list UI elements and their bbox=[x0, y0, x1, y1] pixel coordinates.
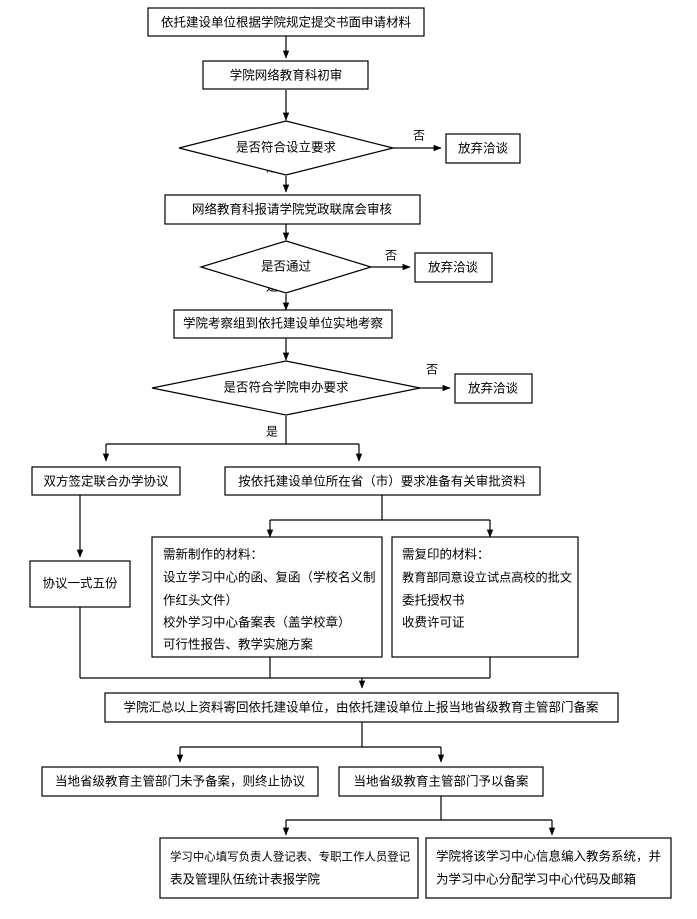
node-photocopy-materials[interactable]: 需复印的材料： 教育部同意设立试点高校的批文 委托授权书 收费许可证 bbox=[391, 536, 579, 658]
decision-is-approved[interactable]: 是否通过 bbox=[198, 240, 374, 294]
node-label: 学院汇总以上资料寄回依托建设单位，由依托建设单位上报当地省级教育主管部门备案 bbox=[123, 700, 599, 715]
node-label: 当地省级教育主管部门未予备案，则终止协议 bbox=[55, 774, 306, 789]
node-label: 学院网络教育科初审 bbox=[230, 68, 343, 83]
node-sign-agreement[interactable]: 双方签定联合办学协议 bbox=[31, 466, 181, 496]
node-line-4: 校外学习中心备案表（盖学校章） bbox=[163, 615, 351, 630]
node-filing-rejected-terminate[interactable]: 当地省级教育主管部门未予备案，则终止协议 bbox=[41, 766, 319, 797]
node-label: 按依托建设单位所在省（市）要求准备有关审批资料 bbox=[238, 474, 526, 489]
node-line-2: 为学习中心分配学习中心代码及邮箱 bbox=[436, 872, 636, 887]
node-line-1: 学习中心填写负责人登记表、专职工作人员登记 bbox=[170, 850, 410, 864]
node-label: 网络教育科报请学院党政联席会审核 bbox=[192, 202, 393, 217]
node-label: 放弃洽谈 bbox=[468, 381, 519, 396]
node-abandon-negotiation-1[interactable]: 放弃洽谈 bbox=[445, 133, 521, 164]
node-center-submits-forms[interactable]: 学习中心填写负责人登记表、专职工作人员登记 表及管理队伍统计表报学院 bbox=[159, 837, 419, 899]
node-initial-review[interactable]: 学院网络教育科初审 bbox=[202, 60, 369, 90]
node-line-1: 需新制作的材料： bbox=[163, 547, 263, 562]
node-label: 是否通过 bbox=[261, 259, 312, 274]
node-newly-produced-materials[interactable]: 需新制作的材料： 设立学习中心的函、复函（学校名义制 作红头文件） 校外学习中心… bbox=[151, 536, 383, 658]
node-abandon-negotiation-3[interactable]: 放弃洽谈 bbox=[454, 373, 533, 404]
node-label: 是否符合设立要求 bbox=[236, 140, 337, 155]
node-agreement-five-copies[interactable]: 协议一式五份 bbox=[29, 560, 131, 608]
node-line-2: 设立学习中心的函、复函（学校名义制 bbox=[163, 570, 376, 585]
edge-label-d3-yes: 是 bbox=[266, 425, 278, 439]
node-line-2: 表及管理队伍统计表报学院 bbox=[170, 872, 321, 887]
node-line-2: 教育部同意设立试点高校的批文 bbox=[402, 570, 572, 585]
edge-label-d1-no: 否 bbox=[413, 129, 425, 143]
decision-meets-college-application-requirements[interactable]: 是否符合学院申办要求 bbox=[151, 360, 421, 416]
node-label: 双方签定联合办学协议 bbox=[43, 474, 169, 489]
node-label: 协议一式五份 bbox=[42, 576, 118, 591]
node-line-1: 学院将该学习中心信息编入教务系统，并 bbox=[436, 849, 661, 864]
node-enter-into-academic-system[interactable]: 学院将该学习中心信息编入教务系统，并 为学习中心分配学习中心代码及邮箱 bbox=[425, 837, 672, 899]
node-label: 放弃洽谈 bbox=[458, 141, 509, 156]
decision-meets-setup-requirements[interactable]: 是否符合设立要求 bbox=[178, 120, 394, 176]
node-label: 当地省级教育主管部门予以备案 bbox=[353, 774, 529, 789]
node-label: 学院考察组到依托建设单位实地考察 bbox=[183, 316, 384, 331]
node-line-3: 委托授权书 bbox=[402, 593, 465, 608]
node-label: 放弃洽谈 bbox=[428, 260, 479, 275]
node-label: 依托建设单位根据学院规定提交书面申请材料 bbox=[161, 15, 412, 30]
node-line-3: 作红头文件） bbox=[163, 593, 238, 608]
node-joint-meeting-review[interactable]: 网络教育科报请学院党政联席会审核 bbox=[164, 194, 421, 225]
node-filing-approved[interactable]: 当地省级教育主管部门予以备案 bbox=[338, 766, 544, 797]
node-abandon-negotiation-2[interactable]: 放弃洽谈 bbox=[414, 252, 493, 283]
node-label: 是否符合学院申办要求 bbox=[223, 380, 349, 395]
node-line-1: 需复印的材料： bbox=[402, 547, 490, 562]
node-compile-and-file-materials[interactable]: 学院汇总以上资料寄回依托建设单位，由依托建设单位上报当地省级教育主管部门备案 bbox=[104, 692, 619, 723]
node-line-4: 收费许可证 bbox=[402, 615, 465, 630]
node-line-5: 可行性报告、教学实施方案 bbox=[163, 637, 314, 652]
edge-label-d2-no: 否 bbox=[385, 249, 397, 263]
node-prepare-approval-materials[interactable]: 按依托建设单位所在省（市）要求准备有关审批资料 bbox=[224, 466, 541, 496]
connectors bbox=[76, 36, 556, 836]
node-submit-application[interactable]: 依托建设单位根据学院规定提交书面申请材料 bbox=[147, 7, 425, 37]
edge-label-d3-no: 否 bbox=[426, 363, 438, 377]
node-onsite-inspection[interactable]: 学院考察组到依托建设单位实地考察 bbox=[173, 309, 393, 339]
